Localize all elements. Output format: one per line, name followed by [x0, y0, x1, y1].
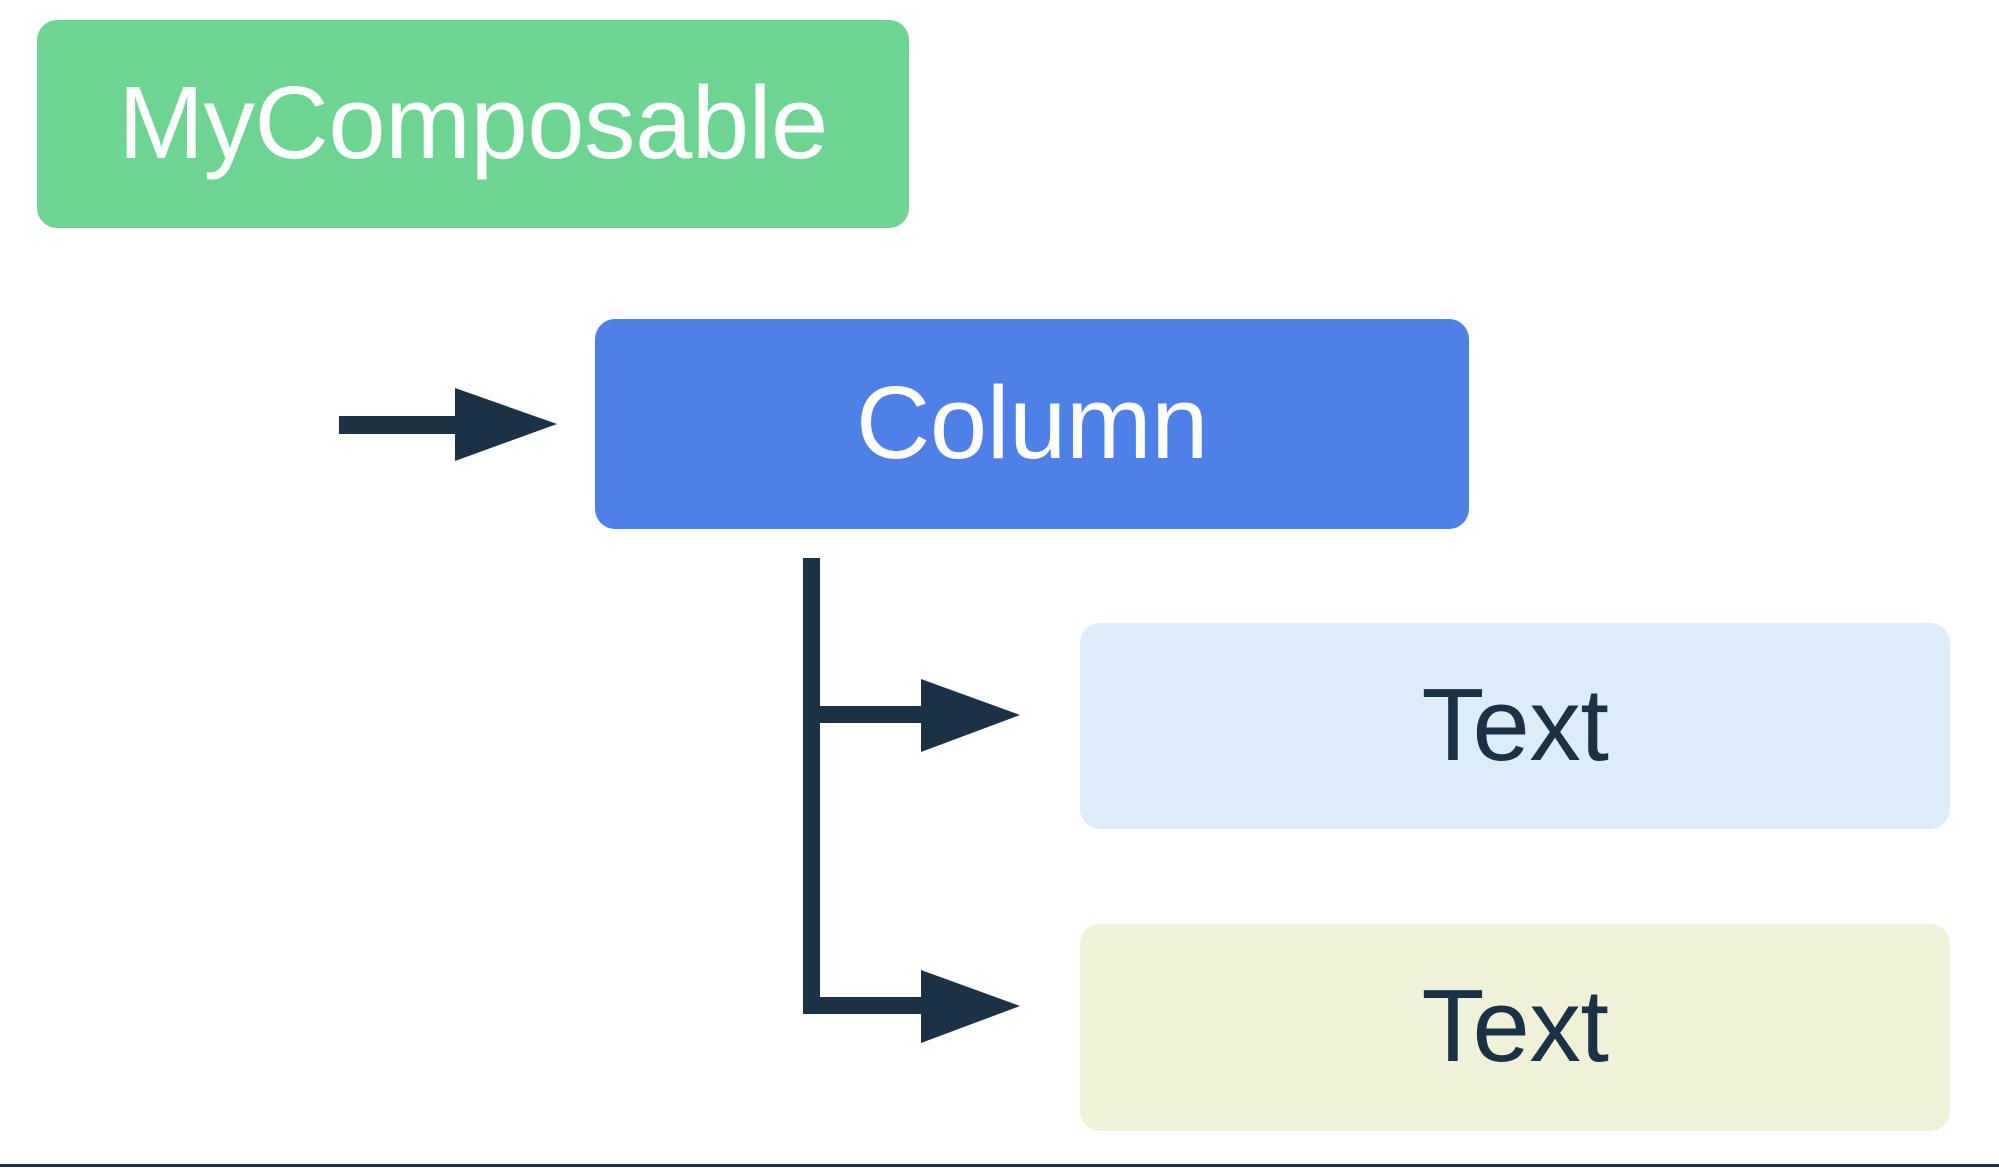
edge-column-to-texts: [803, 558, 1020, 1043]
node-column[interactable]: Column: [595, 319, 1469, 529]
edge-column-to-text2-line: [803, 997, 927, 1014]
edge-root-to-column: [339, 255, 557, 461]
bottom-divider: [0, 1164, 1999, 1167]
edge-column-to-text2-arrowhead: [921, 970, 1020, 1043]
node-column-label: Column: [856, 364, 1208, 480]
node-my-composable-label: MyComposable: [118, 64, 828, 180]
node-text-second[interactable]: Text: [1080, 924, 1950, 1131]
edge-root-to-column-line: [339, 255, 457, 434]
edge-column-trunk: [803, 558, 820, 1014]
node-text-first[interactable]: Text: [1080, 623, 1950, 829]
edge-column-to-text1-arrowhead: [921, 679, 1020, 752]
edge-column-to-text1-line: [803, 706, 927, 723]
node-my-composable[interactable]: MyComposable: [37, 20, 909, 228]
node-text-first-label: Text: [1421, 666, 1609, 782]
node-text-second-label: Text: [1421, 968, 1609, 1083]
edge-root-to-column-arrowhead: [455, 388, 557, 461]
